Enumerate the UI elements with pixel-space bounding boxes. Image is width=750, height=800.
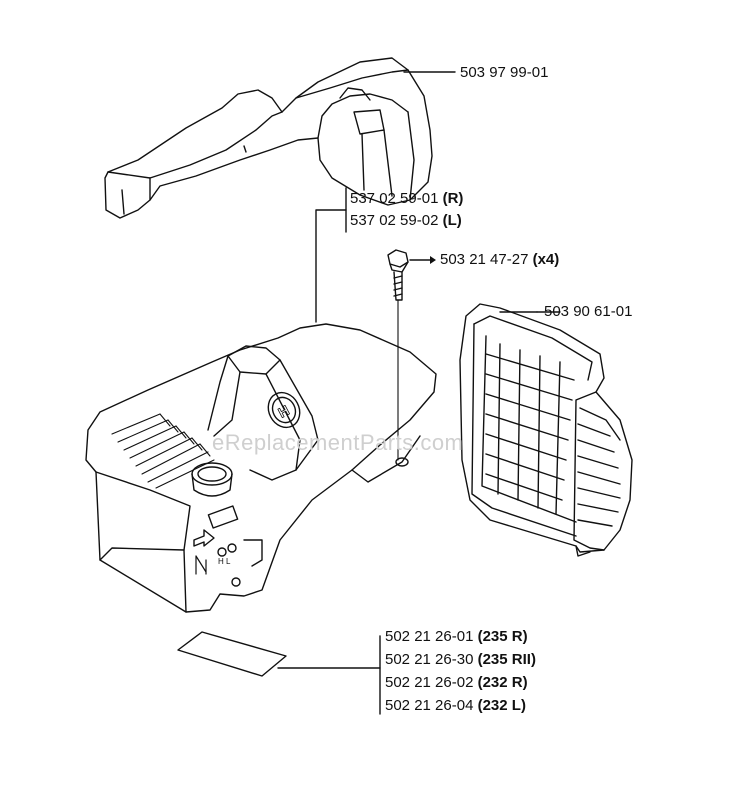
part-number: 537 02 59-02 xyxy=(350,212,439,229)
label-cover-assembly-l: 537 02 59-02 (L) xyxy=(350,212,462,230)
label-decal-part xyxy=(177,631,287,677)
watermark-text: eReplacementParts.com xyxy=(212,430,464,455)
part-number: 503 97 99-01 xyxy=(460,64,549,81)
part-number: 502 21 26-01 xyxy=(385,628,474,645)
label-decal-232r: 502 21 26-02 (232 R) xyxy=(385,674,528,692)
part-number: 503 21 47-27 xyxy=(440,251,529,268)
screw-part xyxy=(387,249,409,461)
fuel-opening xyxy=(191,462,233,497)
label-screw: 503 21 47-27 (x4) xyxy=(440,251,559,269)
label-cover-assembly-r: 537 02 59-01 (R) xyxy=(350,190,463,208)
label-decal-232l: 502 21 26-04 (232 L) xyxy=(385,697,526,715)
arrow-icon xyxy=(193,529,215,547)
part-note: (232 L) xyxy=(477,697,526,714)
label-top-cover: 503 97 99-01 xyxy=(460,64,548,82)
part-number: 502 21 26-02 xyxy=(385,674,474,691)
part-note: (R) xyxy=(442,190,464,207)
part-number: 502 21 26-04 xyxy=(385,697,474,714)
top-cover-part xyxy=(104,57,433,219)
part-note: (232 R) xyxy=(477,674,528,691)
cooling-slots xyxy=(111,413,215,489)
part-note: (L) xyxy=(442,212,462,229)
part-number: 537 02 59-01 xyxy=(350,190,439,207)
label-decal-235rii: 502 21 26-30 (235 RII) xyxy=(385,651,536,669)
engine-cover-part xyxy=(85,323,437,613)
part-number: 502 21 26-30 xyxy=(385,651,474,668)
part-number: 503 90 61-01 xyxy=(544,303,633,320)
label-decal-235r: 502 21 26-01 (235 R) xyxy=(385,628,528,646)
part-note: (235 RII) xyxy=(477,651,536,668)
leader-cover-assembly xyxy=(315,209,347,323)
choke-marks: H L xyxy=(218,557,231,566)
husqvarna-logo-icon xyxy=(267,391,301,429)
label-air-filter-grille: 503 90 61-01 xyxy=(544,303,632,321)
air-filter-grille-part xyxy=(459,303,633,557)
part-note: (x4) xyxy=(532,251,560,268)
part-note: (235 R) xyxy=(477,628,528,645)
